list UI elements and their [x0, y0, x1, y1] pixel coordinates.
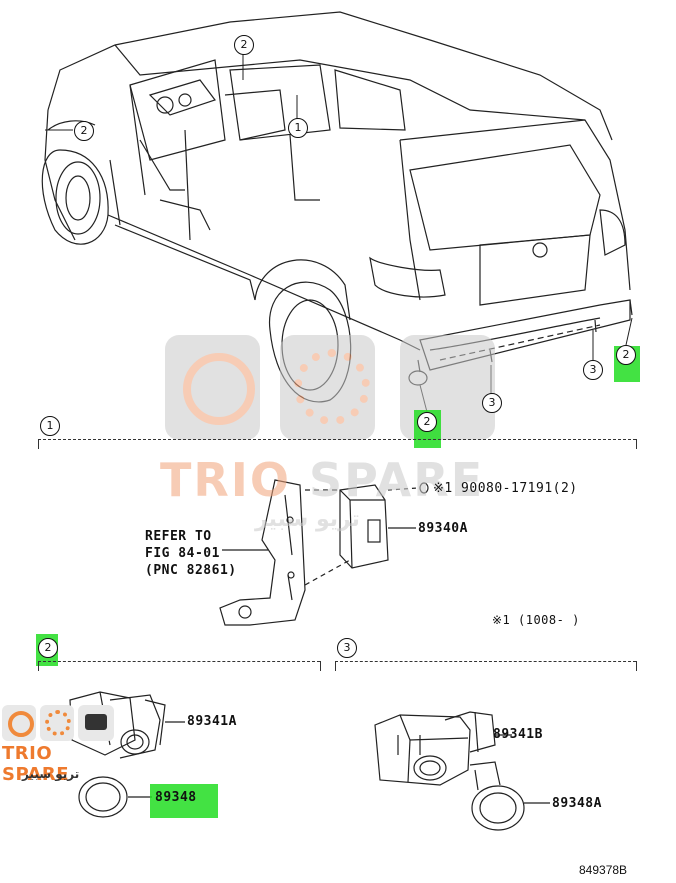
refer-line-2: FIG 84-01 [145, 546, 220, 561]
diagram-code: 849378B [579, 863, 628, 877]
section-2-callout: 2 [38, 638, 58, 658]
callout-circle: 2 [417, 412, 437, 432]
logo-arabic: تريو سبير [22, 767, 80, 781]
callout-circle: 2 [74, 121, 94, 141]
logo-engine-icon [78, 705, 114, 741]
refer-to-note: REFER TO FIG 84-01 (PNC 82861) [145, 528, 237, 579]
section-3-callout: 3 [337, 638, 357, 658]
logo-gauge-icon-2 [40, 705, 74, 741]
refer-line-3: (PNC 82861) [145, 563, 237, 578]
callout-circle: 1 [288, 118, 308, 138]
logo-gauge-icon-1 [2, 705, 36, 741]
trio-spare-logo: TRIO SPARE تريو سبير [0, 705, 120, 785]
part-number-89348a[interactable]: 89348A [552, 796, 602, 811]
part-number-89348[interactable]: 89348 [155, 790, 197, 805]
section-1-callout: 1 [40, 416, 60, 436]
highlight-part-89348 [150, 784, 218, 818]
callout-circle: 2 [234, 35, 254, 55]
footnote-range: ※1 (1008- ) [492, 613, 580, 627]
part-number-bolt[interactable]: ※1 90080-17191(2) [433, 481, 578, 496]
callout-circle: 3 [583, 360, 603, 380]
callout-circle: 2 [616, 345, 636, 365]
callout-circle: 3 [482, 393, 502, 413]
refer-line-1: REFER TO [145, 529, 212, 544]
part-number-89341b[interactable]: 89341B [493, 727, 543, 742]
logo-brand: TRIO SPARE [2, 743, 70, 785]
part-number-89341a[interactable]: 89341A [187, 714, 237, 729]
part-number-89340a[interactable]: 89340A [418, 521, 468, 536]
